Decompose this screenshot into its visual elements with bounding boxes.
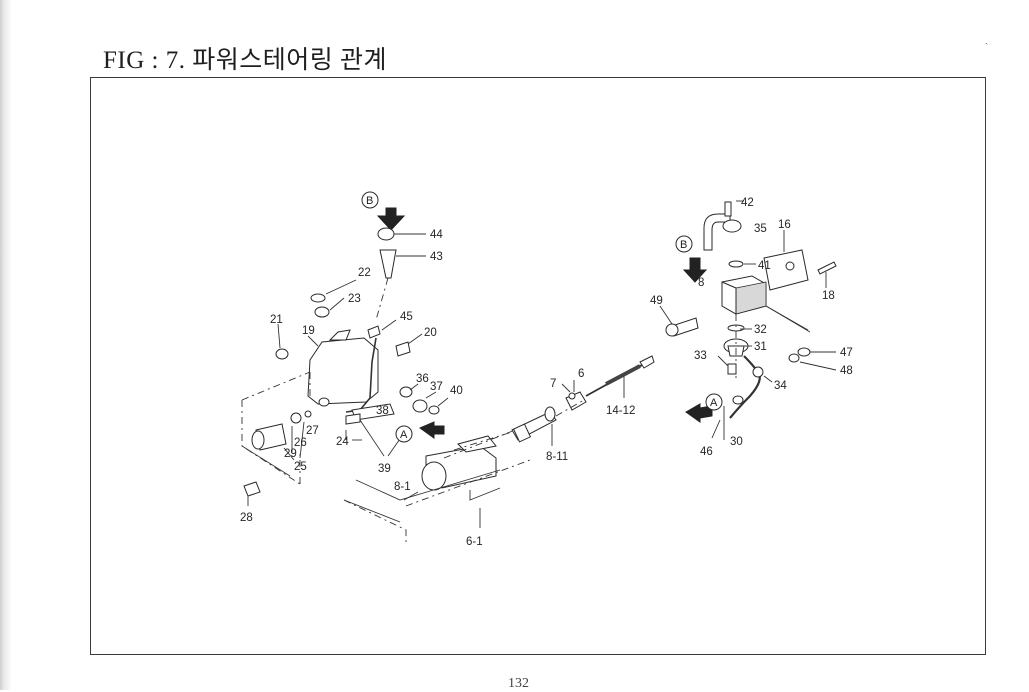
part-label-37: 37 bbox=[430, 381, 443, 393]
bolt-42 bbox=[724, 201, 732, 217]
fitting-33 bbox=[727, 363, 737, 375]
cap-44 bbox=[377, 227, 395, 241]
fitting-20 bbox=[395, 341, 411, 357]
fitting-45 bbox=[367, 325, 381, 339]
part-label-42: 42 bbox=[741, 197, 754, 209]
part-label-24: 24 bbox=[336, 436, 349, 448]
part-label-31: 31 bbox=[754, 341, 767, 353]
part-label-43: 43 bbox=[430, 251, 443, 263]
corner-mark: ˎ bbox=[985, 34, 989, 45]
part-label-35: 35 bbox=[754, 223, 767, 235]
scan-edge bbox=[0, 0, 12, 690]
part-label-25: 25 bbox=[294, 461, 307, 473]
part-label-8-11: 8-11 bbox=[546, 451, 568, 463]
part-label-46: 46 bbox=[700, 446, 713, 458]
part-label-6: 6 bbox=[578, 368, 584, 380]
stud-18 bbox=[817, 261, 837, 275]
arrow-b-top bbox=[376, 207, 406, 231]
part-label-20: 20 bbox=[424, 327, 437, 339]
bolt-28 bbox=[243, 481, 261, 497]
part-label-22: 22 bbox=[358, 267, 371, 279]
part-label-32: 32 bbox=[754, 324, 767, 336]
part-label-28: 28 bbox=[240, 512, 253, 524]
part-label-33: 33 bbox=[694, 350, 707, 362]
arrow-b-right bbox=[682, 257, 708, 283]
part-label-38: 38 bbox=[376, 405, 389, 417]
callout-a-left bbox=[395, 425, 413, 443]
callout-a-right-letter: A bbox=[710, 397, 718, 409]
part-label-48: 48 bbox=[840, 365, 853, 377]
part-label-45: 45 bbox=[400, 311, 413, 323]
reservoir-19 bbox=[307, 337, 379, 405]
part-label-41: 41 bbox=[758, 260, 771, 272]
arrow-a-right bbox=[685, 403, 713, 423]
part-label-49: 49 bbox=[650, 295, 663, 307]
part-label-40: 40 bbox=[450, 385, 463, 397]
part-label-8-1: 8-1 bbox=[394, 481, 411, 493]
bracket-16 bbox=[763, 249, 809, 291]
arrow-a-left bbox=[418, 421, 445, 439]
part-label-29: 29 bbox=[284, 448, 297, 460]
diagram-frame bbox=[90, 77, 986, 655]
part-label-27: 27 bbox=[306, 425, 319, 437]
part-label-6-1: 6-1 bbox=[466, 536, 483, 548]
part-label-47: 47 bbox=[840, 347, 853, 359]
part-label-39: 39 bbox=[378, 463, 391, 475]
funnel-43 bbox=[379, 249, 397, 279]
callout-b-top-letter: B bbox=[366, 195, 373, 207]
callout-a-right bbox=[705, 393, 723, 411]
part-label-26: 26 bbox=[294, 437, 307, 449]
hose-elbow bbox=[703, 213, 731, 251]
reservoir-assembly bbox=[241, 207, 655, 546]
part-label-18: 18 bbox=[822, 290, 835, 302]
callout-b-right bbox=[675, 235, 693, 253]
page-number: 132 bbox=[508, 676, 529, 691]
part-label-21: 21 bbox=[270, 314, 283, 326]
washer-41 bbox=[728, 260, 744, 268]
pump-assembly bbox=[659, 200, 837, 440]
part-label-8: 8 bbox=[698, 277, 704, 289]
part-label-36: 36 bbox=[416, 373, 429, 385]
nut-48 bbox=[788, 353, 800, 363]
part-label-14-12: 14-12 bbox=[606, 405, 635, 417]
part-label-23: 23 bbox=[348, 293, 361, 305]
part-label-44: 44 bbox=[430, 229, 443, 241]
part-label-19: 19 bbox=[302, 325, 315, 337]
washer-47 bbox=[797, 347, 811, 357]
callout-b-top bbox=[361, 191, 379, 209]
banjo-fitting-35 bbox=[722, 219, 742, 233]
callout-a-left-letter: A bbox=[400, 429, 408, 441]
part-label-16: 16 bbox=[778, 219, 791, 231]
callout-b-right-letter: B bbox=[680, 239, 687, 251]
part-label-30: 30 bbox=[730, 436, 743, 448]
part-label-34: 34 bbox=[774, 380, 787, 392]
part-label-7: 7 bbox=[550, 378, 556, 390]
bolt-21 bbox=[275, 348, 289, 360]
figure-title: FIG : 7. 파워스테어링 관계 bbox=[103, 47, 387, 74]
